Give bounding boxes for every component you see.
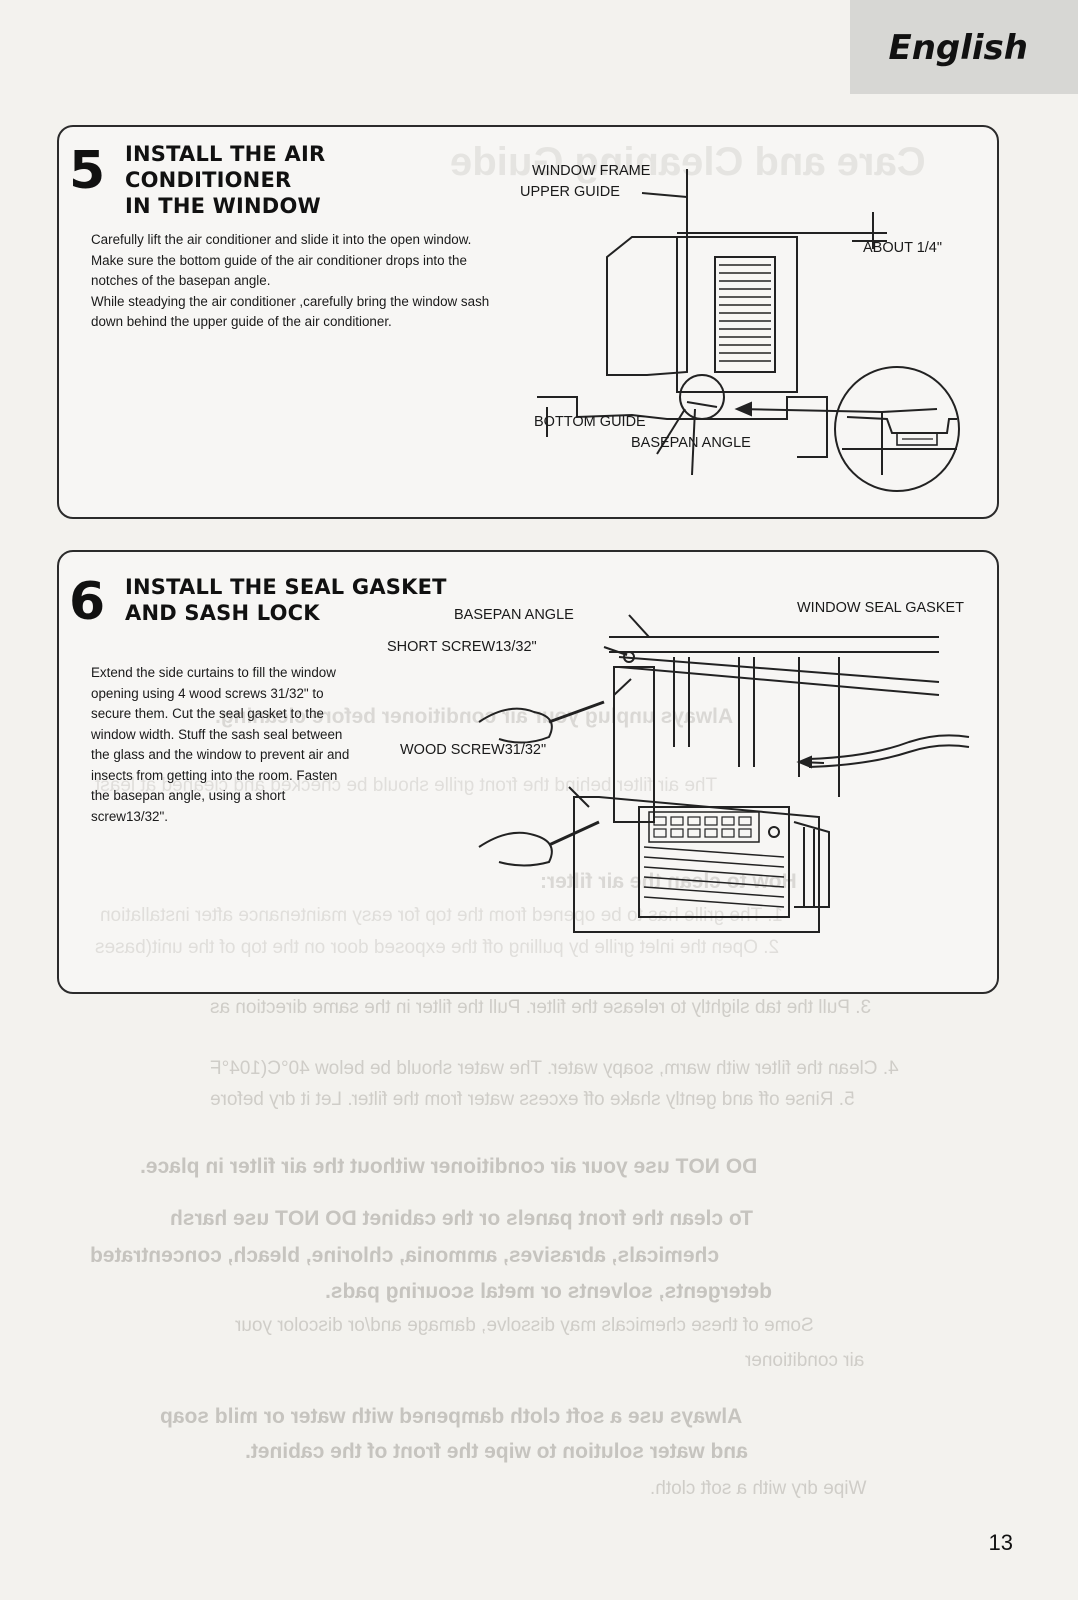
step-title: INSTALL THE SEAL GASKET AND SASH LOCK [125,574,485,626]
language-tab: English [850,0,1078,94]
step-title-line: INSTALL THE AIR CONDITIONER [125,142,326,192]
ghost-line: and water solution to wipe the front of … [245,1440,748,1463]
step-title-line: INSTALL THE SEAL GASKET [125,575,447,599]
label-bottom-guide: BOTTOM GUIDE [534,414,646,430]
label-upper-guide: UPPER GUIDE [520,184,620,200]
ghost-line: 5. Rinse off and gently shake off excess… [210,1089,855,1110]
ghost-line: detergents, solvents or metal scouring p… [325,1280,772,1303]
ghost-line: Some of these chemicals may dissolve, da… [235,1315,814,1336]
ghost-line: DO NOT use your air conditioner without … [140,1155,758,1178]
step-title: INSTALL THE AIR CONDITIONER IN THE WINDO… [125,141,485,219]
step-number: 6 [69,572,106,632]
instruction-paragraph: Carefully lift the air conditioner and s… [91,232,472,288]
label-basepan-angle: BASEPAN ANGLE [631,435,751,451]
ghost-line: 4. Clean the filter with warm, soapy wat… [210,1058,899,1079]
ghost-line: chemicals, abrasives, ammonia, chlorine,… [90,1244,720,1267]
step-instructions: Extend the side curtains to fill the win… [91,665,350,824]
ghost-line: Always use a soft cloth dampened with wa… [160,1405,743,1428]
ghost-line: 3. Pull the tab slightly to release the … [210,997,872,1018]
label-short-screw: SHORT SCREW13/32" [387,639,537,655]
language-label: English [888,28,1028,68]
ghost-line: air conditioner [745,1350,865,1371]
step-5-panel: 5 INSTALL THE AIR CONDITIONER IN THE WIN… [57,125,999,519]
step-title-line: IN THE WINDOW [125,194,321,218]
page-number: 13 [988,1530,1013,1555]
ghost-line: To clean the front panels or the cabinet… [170,1207,754,1230]
instruction-paragraph: While steadying the air conditioner ,car… [91,293,490,330]
step-number: 5 [69,141,106,201]
label-window-frame: WINDOW FRAME [532,163,651,179]
step-instructions: Carefully lift the air conditioner and s… [91,230,491,333]
label-basepan-angle: BASEPAN ANGLE [454,607,574,623]
label-wood-screw: WOOD SCREW31/32" [400,742,547,758]
seal-gasket-illustration [478,614,970,933]
step-title-line: AND SASH LOCK [125,601,320,625]
ghost-line: Wipe dry with a soft cloth. [650,1478,867,1499]
label-about-quarter-inch: ABOUT 1/4" [863,240,943,256]
label-window-seal-gasket: WINDOW SEAL GASKET [797,600,965,616]
install-ac-illustration [537,169,960,492]
step-6-panel: 6 INSTALL THE SEAL GASKET AND SASH LOCK … [57,550,999,994]
